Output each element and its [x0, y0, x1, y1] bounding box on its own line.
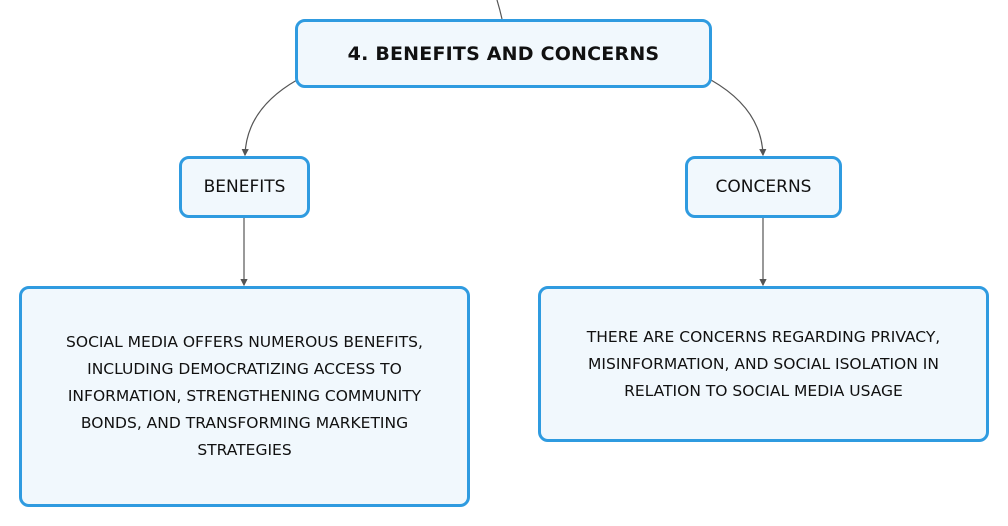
concerns-detail-node[interactable]: THERE ARE CONCERNS REGARDING PRIVACY, MI… [538, 286, 989, 442]
connector-root-to-benefits [241, 79, 298, 157]
connector-root-to-concerns [710, 79, 767, 157]
benefits-node-label: BENEFITS [203, 177, 286, 197]
benefits-node[interactable]: BENEFITS [179, 156, 310, 218]
benefits-detail-text: SOCIAL MEDIA OFFERS NUMEROUS BENEFITS, I… [66, 333, 423, 459]
connector-parent-to-root [496, 0, 503, 20]
benefits-detail-node[interactable]: SOCIAL MEDIA OFFERS NUMEROUS BENEFITS, I… [19, 286, 470, 507]
concerns-detail-text: THERE ARE CONCERNS REGARDING PRIVACY, MI… [586, 327, 941, 400]
concerns-node-label: CONCERNS [715, 177, 812, 197]
root-node[interactable]: 4. BENEFITS AND CONCERNS [295, 19, 712, 88]
root-node-label: 4. BENEFITS AND CONCERNS [347, 42, 660, 65]
concerns-node[interactable]: CONCERNS [685, 156, 842, 218]
